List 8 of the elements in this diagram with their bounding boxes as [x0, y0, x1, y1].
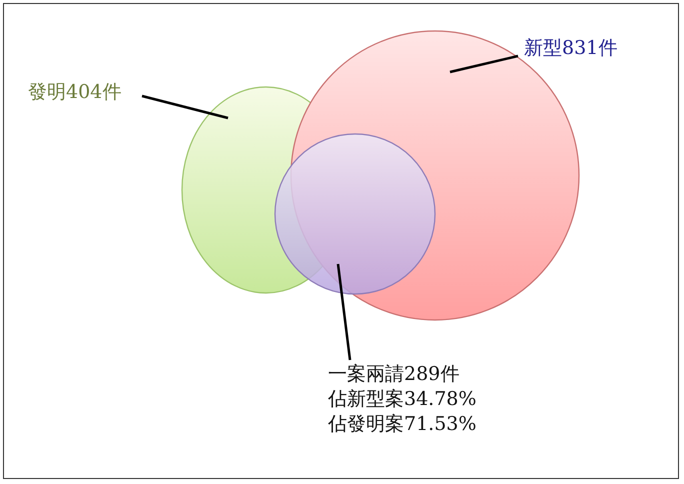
leader-line	[450, 54, 518, 74]
overlap-label: 一案兩請289件	[328, 362, 460, 387]
overlap-label: 佔新型案34.78%	[328, 387, 478, 412]
venn-label: 發明404件	[28, 80, 122, 105]
leader-line	[336, 264, 352, 360]
leader-line	[142, 94, 228, 120]
venn-label: 新型831件	[524, 36, 618, 61]
overlap-label: 佔發明案71.53%	[328, 412, 478, 437]
